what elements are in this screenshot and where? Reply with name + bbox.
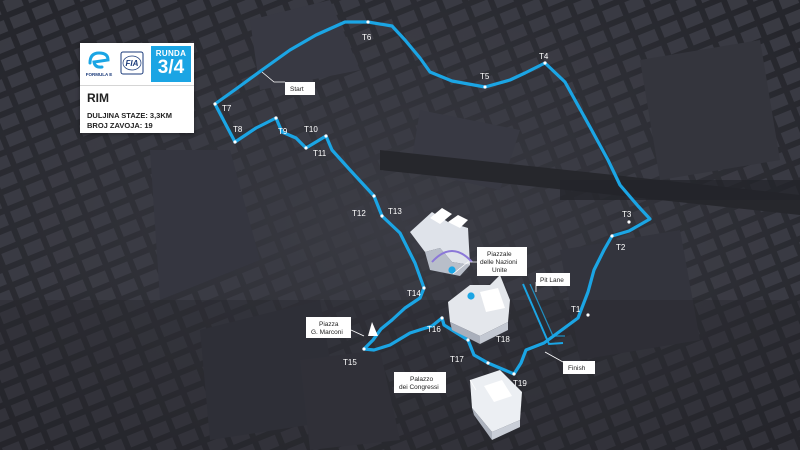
turn-label-t5: T5 [480,72,490,81]
callout-marconi-line1: Piazza [319,321,339,328]
callout-nazioni-line2: delle Nazioni [480,259,517,266]
turn-label-t2: T2 [616,243,626,252]
callout-pit-label: Pit Lane [540,277,564,284]
turn-label-t3: T3 [622,210,632,219]
callout-nazioni-line3: Unite [492,267,508,274]
turn-label-t6: T6 [362,33,372,42]
marconi-marker [467,292,475,300]
callout-congressi-box [394,372,446,393]
callout-start-label: Start [290,86,304,93]
callout-finish-box [563,361,595,374]
callout-marconi-box [306,317,351,338]
turn-label-t8: T8 [233,125,243,134]
fe-logo-text: FORMULA E [86,72,113,77]
callout-congressi-line1: Palazzo [410,376,434,383]
turn-label-t15: T15 [343,358,357,367]
turn-label-t18: T18 [496,335,510,344]
turn-label-t17: T17 [450,355,464,364]
turn-count: BROJ ZAVOJA: 19 [87,121,153,130]
info-card-header: FORMULA E FIA RUNDA 3/4 [80,43,194,86]
marconi-obelisk-icon [368,322,378,336]
turn-label-t13: T13 [388,207,402,216]
turn-label-t4: T4 [539,52,549,61]
callout-nazioni-box [477,247,527,276]
building-nazioni-unite [410,208,473,276]
round-badge: RUNDA 3/4 [151,46,191,82]
turn-label-t12: T12 [352,209,366,218]
callout-nazioni-line1: Piazzale [487,251,512,258]
callout-pit-box [536,273,570,286]
callout-marconi-line2: G. Marconi [311,329,343,336]
turn-label-t7: T7 [222,104,232,113]
building-palazzo-congressi [470,370,522,440]
formula-e-logo-icon: FORMULA E [84,48,114,80]
track-length: DULJINA STAZE: 3,3KM [87,111,173,120]
round-label: RUNDA [155,49,187,58]
turn-label-t1: T1 [571,305,581,314]
nazioni-marker [448,266,456,274]
city-name: RIM [87,91,109,105]
callout-congressi-line2: dei Congressi [399,384,439,391]
fia-logo-icon: FIA [120,51,144,75]
turn-markers [213,20,631,376]
turn-label-t11: T11 [313,149,327,158]
turn-label-t9: T9 [278,127,288,136]
pit-lane [522,283,564,346]
round-value: 3/4 [157,57,185,78]
fia-logo-text: FIA [126,59,139,68]
callout-start-box [285,82,315,95]
turn-label-t19: T19 [513,379,527,388]
callout-finish-label: Finish [568,365,586,372]
turn-label-t10: T10 [304,125,318,134]
turn-label-t16: T16 [427,325,441,334]
building-marconi-block [448,275,510,344]
race-info-card: FORMULA E FIA RUNDA 3/4 RIM DULJINA STAZ… [80,43,194,133]
turn-label-t14: T14 [407,289,421,298]
